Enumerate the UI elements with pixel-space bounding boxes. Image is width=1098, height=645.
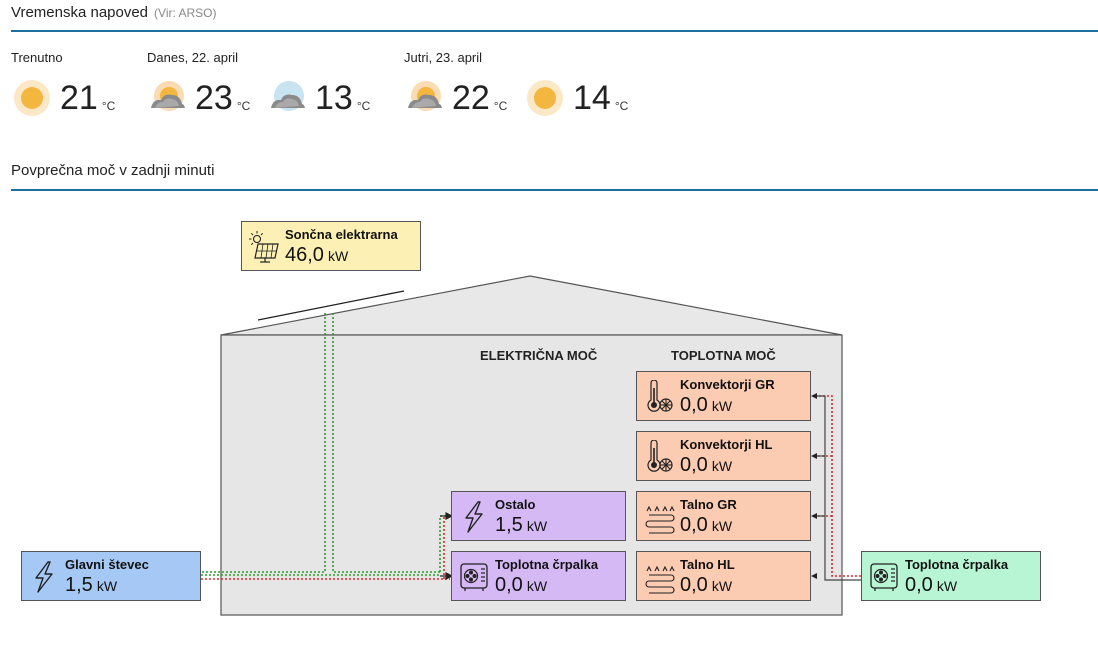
unit: kW — [327, 248, 349, 264]
floor-heating-icon — [643, 500, 675, 534]
solar-value: 46,0 — [285, 244, 324, 266]
heat-pump-thermal-name: Toplotna črpalka — [905, 557, 1009, 572]
today-day-temp: 23 — [195, 79, 233, 117]
other-name: Ostalo — [495, 497, 536, 512]
temp-unit: °C — [614, 99, 629, 113]
solar-panel-icon — [248, 230, 280, 264]
heat-pump-icon — [868, 560, 900, 594]
temp-unit: °C — [493, 99, 508, 113]
convectors-hl-name: Konvektorji HL — [680, 437, 773, 452]
weather-source: (Vir: ARSO) — [154, 6, 217, 20]
tomorrow-label: Jutri, 23. april — [404, 50, 483, 65]
electric-heading: ELEKTRIČNA MOČ — [480, 348, 598, 363]
heat-pump-electric-name: Toplotna črpalka — [495, 557, 599, 572]
solar-name: Sončna elektrarna — [285, 227, 398, 242]
weather-tomorrow-night: 14 °C — [525, 76, 628, 120]
roof-panel — [257, 290, 405, 321]
floor-heating-icon — [643, 560, 675, 594]
floor-hl-value: 0,0 — [680, 574, 708, 596]
unit: kW — [711, 458, 733, 474]
convectors-gr-value: 0,0 — [680, 394, 708, 416]
unit: kW — [526, 518, 548, 534]
unit: kW — [711, 578, 733, 594]
floor-hl-name: Talno HL — [680, 557, 735, 572]
house-roof — [220, 275, 843, 336]
tomorrow-night-temp: 14 — [573, 79, 611, 117]
now-label: Trenutno — [11, 50, 63, 65]
now-temp: 21 — [60, 79, 98, 117]
unit: kW — [526, 578, 548, 594]
heat-pump-icon — [458, 560, 490, 594]
heat-pump-thermal-value: 0,0 — [905, 574, 933, 596]
today-label: Danes, 22. april — [147, 50, 239, 65]
today-night-temp: 13 — [315, 79, 353, 117]
tomorrow-day-temp: 22 — [452, 79, 490, 117]
weather-section-title: Vremenska napoved (Vir: ARSO) — [11, 4, 217, 21]
convectors-gr-name: Konvektorji GR — [680, 377, 775, 392]
grid-flow — [201, 516, 450, 580]
weather-tomorrow-day: 22 °C — [404, 76, 507, 120]
main-meter-name: Glavni števec — [65, 557, 149, 572]
floor-gr-value: 0,0 — [680, 514, 708, 536]
convector-cool-icon — [643, 440, 675, 474]
weather-today-night: 13 °C — [267, 76, 370, 120]
power-divider — [11, 189, 1098, 191]
thermal-heading: TOPLOTNA MOČ — [671, 348, 776, 363]
weather-title: Vremenska napoved — [11, 4, 149, 21]
weather-now: 21 °C — [12, 76, 115, 120]
temp-unit: °C — [356, 99, 371, 113]
temp-unit: °C — [236, 99, 251, 113]
weather-today-day: 23 °C — [147, 76, 250, 120]
heat-pump-electric-value: 0,0 — [495, 574, 523, 596]
thermal-arrows — [811, 393, 817, 579]
convectors-hl-value: 0,0 — [680, 454, 708, 476]
lightning-icon — [458, 500, 490, 534]
unit: kW — [711, 518, 733, 534]
unit: kW — [936, 578, 958, 594]
weather-divider — [11, 30, 1098, 32]
unit: kW — [711, 398, 733, 414]
lightning-icon — [28, 560, 60, 594]
unit: kW — [96, 578, 118, 594]
other-value: 1,5 — [495, 514, 523, 536]
thermal-supply — [816, 395, 861, 581]
electric-arrows — [440, 512, 454, 580]
temp-unit: °C — [101, 99, 116, 113]
main-meter-value: 1,5 — [65, 574, 93, 596]
power-title: Povprečna moč v zadnji minuti — [11, 162, 215, 179]
floor-gr-name: Talno GR — [680, 497, 737, 512]
convector-heat-icon — [643, 380, 675, 414]
